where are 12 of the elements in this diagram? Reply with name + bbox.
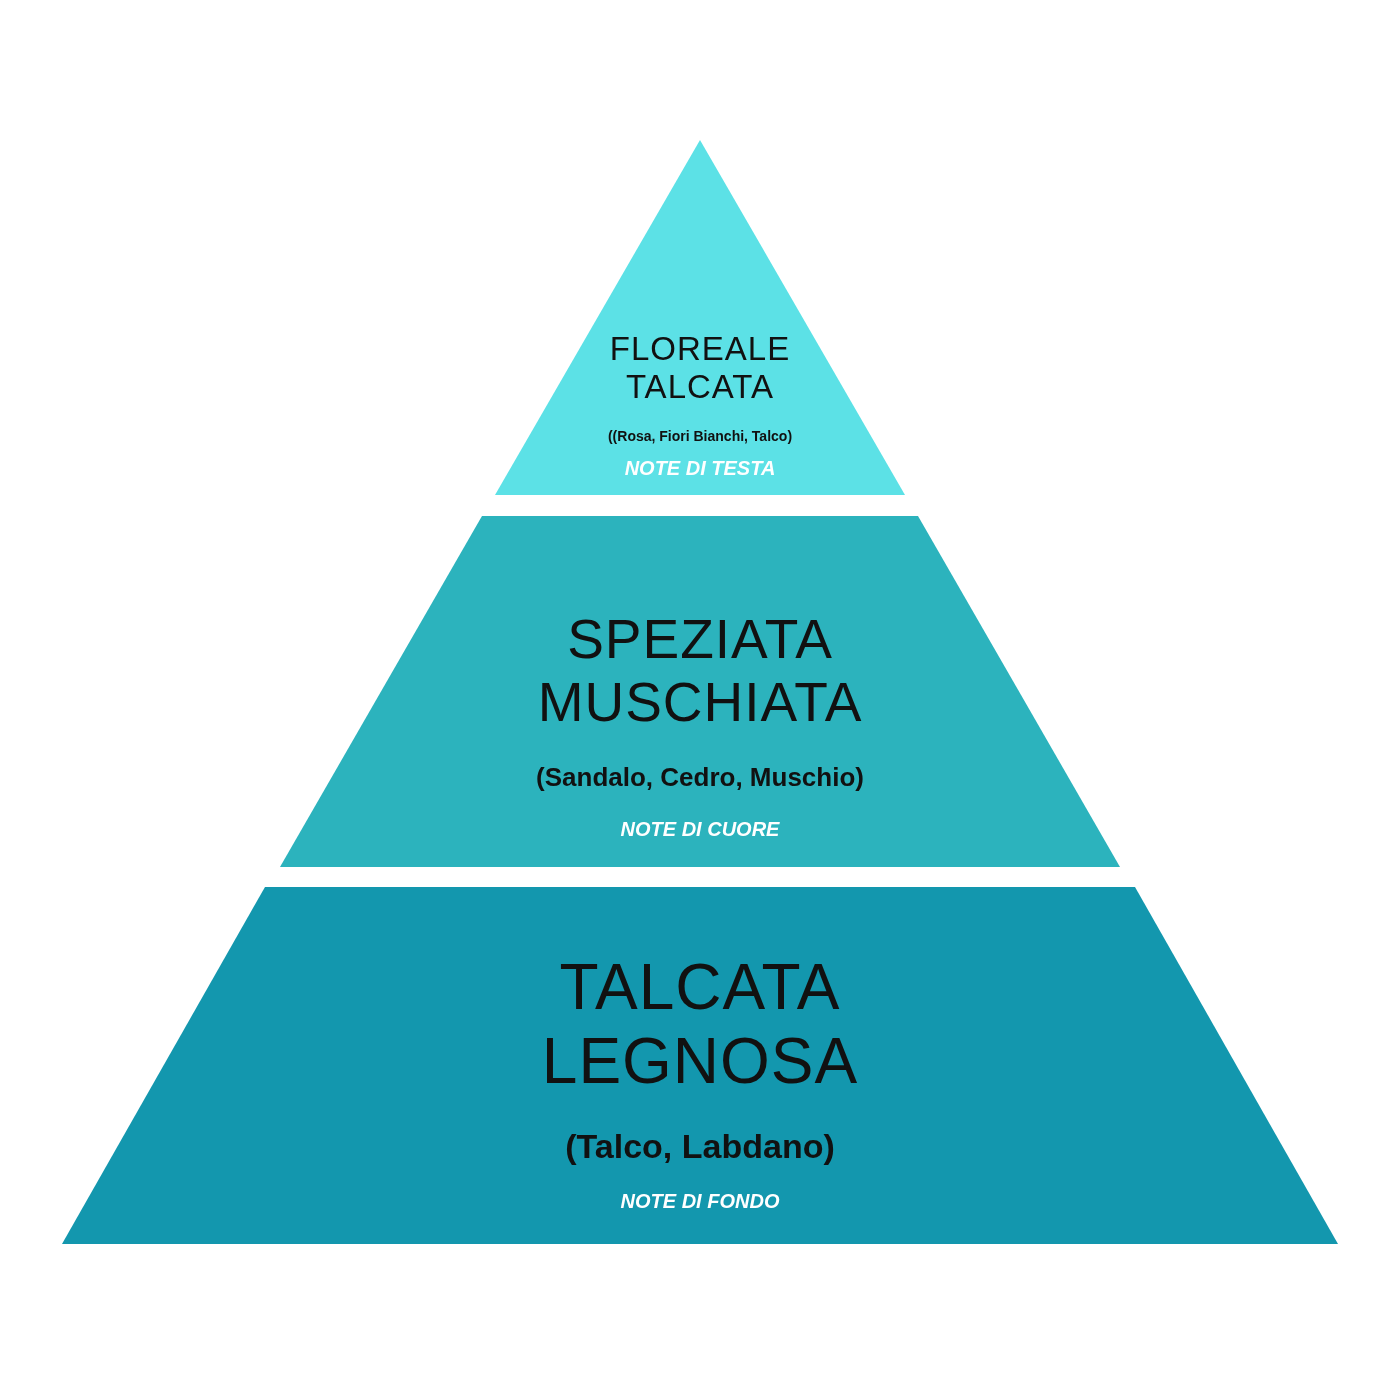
note-label: NOTE DI CUORE: [620, 818, 780, 841]
ingredient-list: ((Rosa, Fiori Bianchi, Talco): [607, 428, 793, 444]
note-label: NOTE DI FONDO: [620, 1190, 780, 1213]
pyramid-middle-tier: [280, 516, 1120, 867]
pyramid-base-tier: [62, 887, 1338, 1244]
tier-heading: TALCATA LEGNOSA: [540, 951, 860, 1099]
ingredient-list: (Talco, Labdano): [565, 1127, 835, 1166]
tier-heading: SPEZIATA MUSCHIATA: [536, 608, 864, 735]
tier-heading: FLOREALE TALCATA: [608, 330, 792, 406]
ingredient-list: (Sandalo, Cedro, Muschio): [536, 762, 864, 793]
pyramid-top-tier: [495, 140, 905, 495]
note-label: NOTE DI TESTA: [624, 457, 776, 480]
